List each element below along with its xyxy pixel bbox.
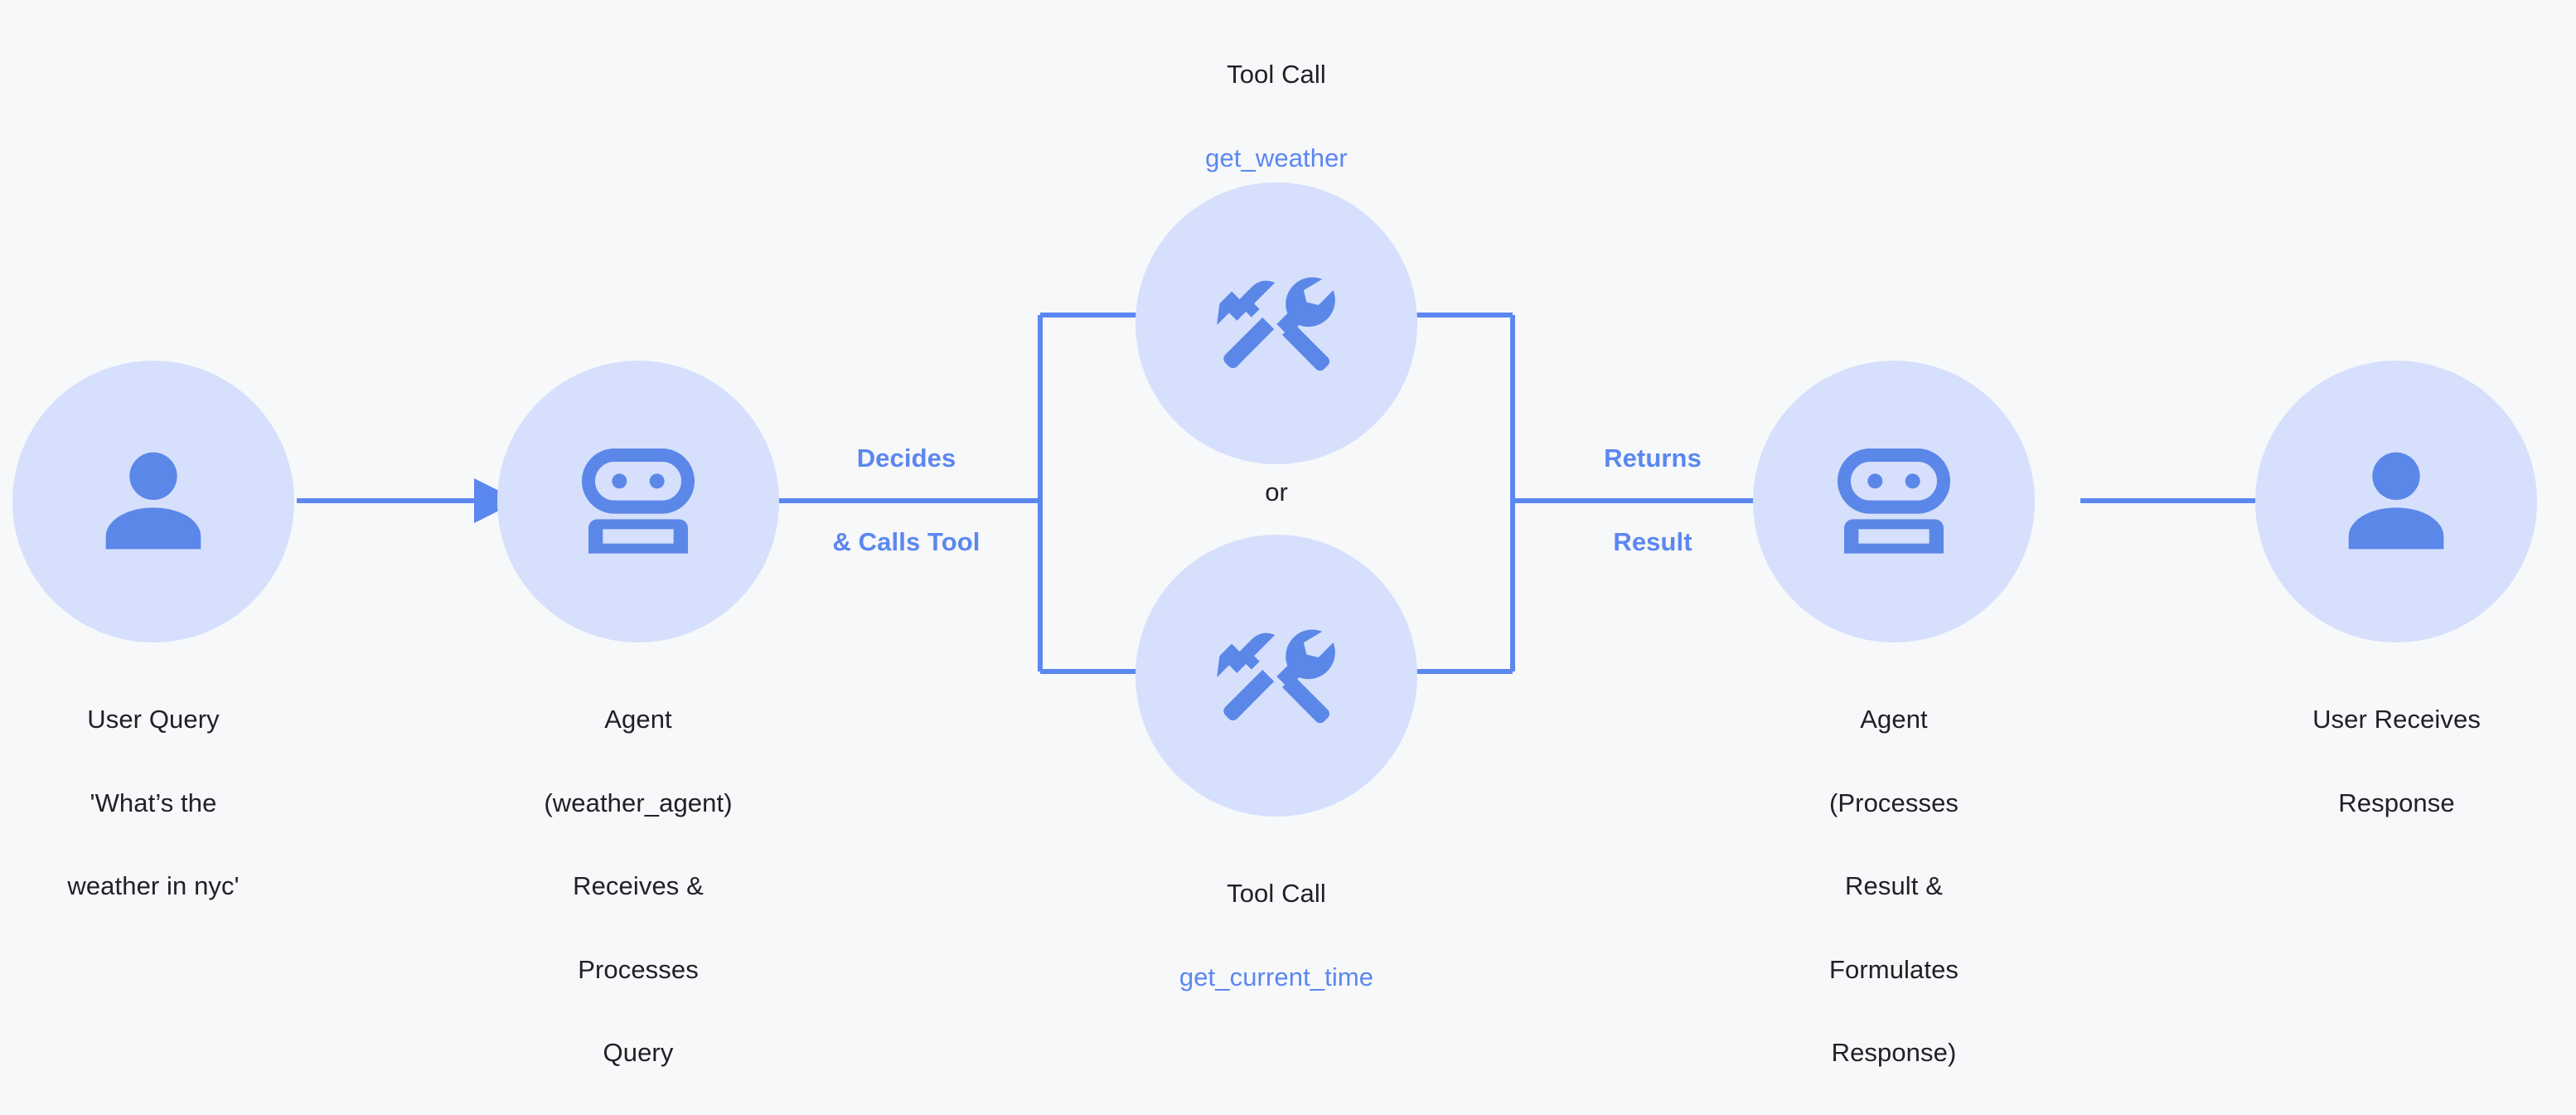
- tool-top-tool-name: get_weather: [1205, 143, 1348, 172]
- agent-receives-caption-line4: Processes: [578, 954, 699, 984]
- user-response-disc[interactable]: [2255, 361, 2537, 642]
- user-query-caption-line3: weather in nyc': [67, 871, 240, 901]
- robot-icon: [1838, 448, 1950, 554]
- edge-label-returns-line2: Result: [1613, 526, 1692, 556]
- robot-icon: [582, 448, 695, 554]
- user-response-caption: User Receives Response: [2217, 657, 2576, 865]
- agent-processes-caption-line2: (Processes: [1828, 788, 1959, 817]
- agent-processes-caption-line5: Response): [1831, 1037, 1957, 1067]
- tool-bottom-disc[interactable]: [1135, 535, 1417, 817]
- agent-processes-caption-line4: Formulates: [1828, 954, 1959, 984]
- tool-bottom-tool-name: get_current_time: [1179, 962, 1374, 991]
- person-icon: [2348, 452, 2444, 550]
- edge-label-decides-line1: Decides: [856, 444, 956, 473]
- user-response-caption-line2: Response: [2338, 788, 2455, 817]
- handyman-tools-icon: [1217, 277, 1335, 371]
- agent-processes-caption: Agent (Processes Result & Formulates Res…: [1695, 657, 2093, 1115]
- user-query-caption-line1: User Query: [87, 705, 220, 734]
- agent-receives-caption-line1: Agent: [604, 705, 672, 734]
- handyman-tools-icon: [1217, 629, 1335, 724]
- agent-receives-disc[interactable]: [497, 361, 779, 642]
- user-query-caption: User Query 'What’s the weather in nyc': [0, 657, 307, 949]
- agent-receives-caption-line3: Receives &: [573, 871, 704, 901]
- agent-receives-caption: Agent (weather_agent) Receives & Process…: [464, 657, 812, 1115]
- person-icon: [105, 452, 201, 550]
- agent-processes-caption-line1: Agent: [1860, 705, 1928, 734]
- tool-top-disc[interactable]: [1135, 182, 1417, 464]
- user-response-caption-line1: User Receives: [2312, 705, 2481, 734]
- tool-top-caption-line1: Tool Call: [1227, 60, 1326, 90]
- diagram-canvas: Decides & Calls Tool Returns Result or U…: [0, 60, 2576, 1067]
- edge-label-decides: Decides & Calls Tool: [772, 396, 1040, 604]
- agent-processes-disc[interactable]: [1753, 361, 2035, 642]
- user-query-disc[interactable]: [12, 361, 294, 642]
- edge-label-returns: Returns Result: [1513, 396, 1793, 604]
- user-query-caption-line2: 'What’s the: [90, 788, 217, 817]
- agent-receives-caption-line2: (weather_agent): [544, 788, 733, 817]
- agent-receives-caption-line5: Query: [603, 1037, 674, 1067]
- tool-bottom-caption-line1: Tool Call: [1227, 879, 1326, 909]
- connector-lines: [297, 293, 2302, 694]
- edge-label-decides-line2: & Calls Tool: [832, 526, 981, 556]
- branch-separator-label: or: [1210, 474, 1343, 510]
- agent-processes-caption-line3: Result &: [1845, 871, 1943, 901]
- edge-label-returns-line1: Returns: [1604, 444, 1702, 473]
- tool-bottom-caption: Tool Call get_current_time: [1094, 831, 1459, 1040]
- or-text: or: [1265, 478, 1288, 507]
